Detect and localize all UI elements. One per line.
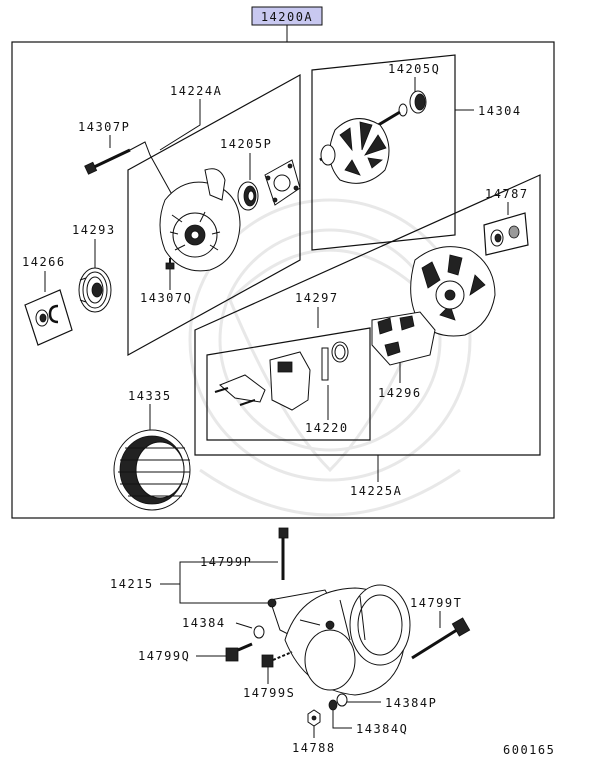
label-14304[interactable]: 14304 xyxy=(478,104,522,118)
label-14220[interactable]: 14220 xyxy=(305,421,349,435)
bolt-14799Q xyxy=(225,642,253,662)
label-14266[interactable]: 14266 xyxy=(22,255,66,269)
rotor-14304 xyxy=(319,110,401,184)
front-housing-group-frame xyxy=(194,174,541,456)
pulley-14293 xyxy=(78,267,112,313)
label-14384P[interactable]: 14384P xyxy=(385,696,437,710)
rectifier-14296 xyxy=(371,311,436,366)
regulator-group-frame xyxy=(206,327,371,441)
stud-14799P xyxy=(278,527,289,580)
label-14799T[interactable]: 14799T xyxy=(410,596,462,610)
bolt-14307P xyxy=(84,148,131,175)
bolt-14799S xyxy=(261,651,293,668)
label-14788[interactable]: 14788 xyxy=(292,741,336,755)
bearing-14205P xyxy=(237,181,259,211)
assembly-frame xyxy=(11,41,555,519)
label-14799Q[interactable]: 14799Q xyxy=(138,649,190,663)
assembly-label[interactable]: 14200A xyxy=(261,10,313,24)
watermark-emblem xyxy=(188,198,472,517)
label-14799P[interactable]: 14799P xyxy=(200,555,252,569)
label-14384Q[interactable]: 14384Q xyxy=(356,722,408,736)
screw-14307Q xyxy=(165,258,175,270)
nut-washer-14266-frame xyxy=(24,289,73,346)
label-14296[interactable]: 14296 xyxy=(378,386,422,400)
label-14224A[interactable]: 14224A xyxy=(170,84,222,98)
front-housing-part xyxy=(410,246,496,337)
label-14225A[interactable]: 14225A xyxy=(350,484,402,498)
rotor-group-frame xyxy=(311,54,456,251)
figure-number: 600165 xyxy=(503,743,555,757)
alternator-assembly xyxy=(267,584,411,696)
stator-14335 xyxy=(113,429,191,511)
terminal-kit-14787 xyxy=(490,225,520,247)
label-14307Q[interactable]: 14307Q xyxy=(140,291,192,305)
rear-housing-group-frame xyxy=(127,73,301,357)
brush-holder-14220 xyxy=(321,341,349,381)
label-14799S[interactable]: 14799S xyxy=(243,686,295,700)
rear-housing-part xyxy=(159,168,241,272)
washer-14384P xyxy=(336,693,348,707)
terminal-kit-14787-frame xyxy=(483,212,529,256)
label-14205P[interactable]: 14205P xyxy=(220,137,272,151)
washer-14384 xyxy=(253,625,265,639)
label-14307P[interactable]: 14307P xyxy=(78,120,130,134)
label-14384[interactable]: 14384 xyxy=(182,616,226,630)
label-14215[interactable]: 14215 xyxy=(110,577,154,591)
bearing-14205Q xyxy=(398,90,427,117)
washer-14384Q xyxy=(328,699,338,711)
label-14205Q[interactable]: 14205Q xyxy=(388,62,440,76)
label-14297[interactable]: 14297 xyxy=(295,291,339,305)
bearing-retainer-plate xyxy=(264,159,301,206)
nut-washer-14266 xyxy=(35,304,59,327)
label-14293[interactable]: 14293 xyxy=(72,223,116,237)
regulator-14297 xyxy=(214,351,311,411)
bolt-14799T xyxy=(411,617,471,660)
label-14335[interactable]: 14335 xyxy=(128,389,172,403)
nut-14788 xyxy=(307,709,321,727)
label-14787[interactable]: 14787 xyxy=(485,187,529,201)
